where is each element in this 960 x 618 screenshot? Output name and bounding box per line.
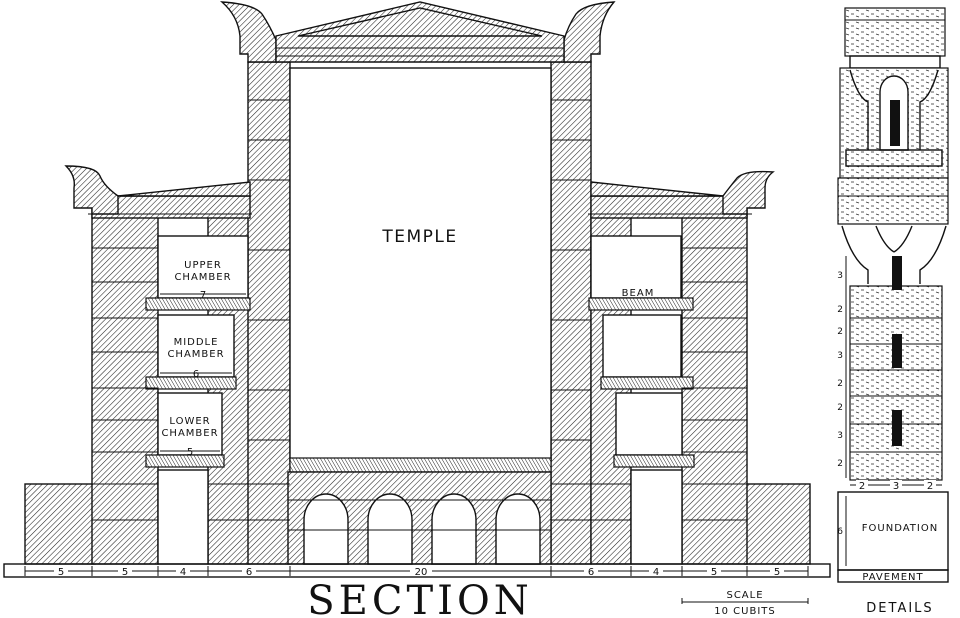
dim-7: 4 — [653, 567, 659, 578]
left-tower-cornice — [219, 1, 277, 63]
right-tower-cornice — [563, 1, 616, 63]
scale-label: SCALE — [726, 590, 763, 601]
dim-9: 5 — [774, 567, 780, 578]
upper-chamber-label-2: CHAMBER — [174, 272, 231, 283]
right-tower — [550, 61, 592, 565]
right-upper-room — [590, 235, 682, 299]
upper-beam — [145, 297, 251, 311]
left-tower — [247, 61, 291, 565]
details-group: 3 2 2 3 2 2 3 2 2 3 2 6 FOUNDATION PAVEM… — [837, 7, 949, 616]
dim-2: 5 — [122, 567, 128, 578]
beam-label: BEAM — [622, 288, 655, 299]
middle-beam — [145, 376, 237, 390]
pediment — [275, 1, 565, 63]
detail-window-1 — [892, 256, 902, 290]
upper-chamber — [157, 235, 249, 299]
detail-window-2 — [892, 334, 902, 368]
bottom-dimensions: 5 5 4 6 20 6 4 5 5 — [24, 565, 809, 578]
left-roof-slope — [117, 181, 251, 197]
svg-text:2: 2 — [837, 327, 843, 337]
right-middle-beam — [600, 376, 694, 390]
right-cornice — [722, 170, 775, 215]
ground-plinth — [3, 563, 831, 578]
middle-chamber — [157, 314, 235, 378]
dim-5: 20 — [415, 567, 428, 578]
right-middle-room — [602, 314, 682, 378]
masonry-courses — [92, 99, 747, 531]
right-upper-beam — [588, 297, 694, 311]
left-cornice — [64, 165, 119, 215]
temple-label: TEMPLE — [381, 227, 457, 247]
right-lower-beam — [613, 454, 695, 468]
temple-room — [289, 67, 552, 462]
detail-base-width-3: 2 — [927, 481, 933, 492]
detail-column-heights: 3 2 2 3 2 2 3 2 — [837, 271, 843, 469]
lower-chamber-label-2: CHAMBER — [161, 428, 218, 439]
section-title: SECTION — [307, 578, 532, 618]
middle-chamber-label-2: CHAMBER — [167, 349, 224, 360]
detail-window-3 — [892, 410, 902, 446]
right-roof-slope — [590, 181, 724, 197]
right-ground-room — [630, 469, 683, 565]
upper-width-dim: 7 — [200, 290, 206, 301]
dim-1: 5 — [58, 567, 64, 578]
upper-chamber-label-1: UPPER — [184, 260, 222, 271]
detail-upper-window — [890, 100, 900, 146]
scale-bar: SCALE 10 CUBITS — [681, 590, 809, 617]
detail-pavement — [837, 569, 949, 583]
lower-width-dim: 5 — [187, 447, 193, 458]
temple-floor-beam — [289, 457, 552, 473]
dim-3: 4 — [180, 567, 186, 578]
svg-text:2: 2 — [837, 379, 843, 389]
middle-width-dim: 6 — [193, 369, 199, 380]
svg-text:2: 2 — [837, 305, 843, 315]
dim-6: 6 — [588, 567, 594, 578]
detail-foundation-height: 6 — [837, 527, 843, 537]
arches — [303, 493, 541, 565]
detail-column-shaft — [849, 285, 943, 481]
right-outer-foundation — [744, 483, 811, 565]
lower-chamber-label-1: LOWER — [169, 416, 210, 427]
pediment-tympanum — [297, 7, 543, 37]
foundation-label: FOUNDATION — [862, 523, 938, 534]
pavement-label: PAVEMENT — [862, 572, 923, 583]
left-ground-room — [157, 469, 209, 565]
middle-chamber-label-1: MIDDLE — [174, 337, 219, 348]
detail-base-width-2: 3 — [893, 481, 899, 492]
svg-text:2: 2 — [837, 459, 843, 469]
right-lower-room — [615, 392, 683, 456]
details-title: DETAILS — [866, 601, 933, 616]
scale-units: 10 CUBITS — [714, 606, 775, 617]
section-group: TEMPLE UPPER CHAMBER MIDDLE CHAMBER LOWE… — [3, 1, 831, 618]
svg-text:3: 3 — [837, 271, 843, 281]
lower-beam — [145, 454, 225, 468]
detail-base-width-1: 2 — [859, 481, 865, 492]
detail-middle-entablature — [837, 177, 949, 225]
svg-text:2: 2 — [837, 403, 843, 413]
dim-8: 5 — [711, 567, 717, 578]
svg-text:3: 3 — [837, 431, 843, 441]
svg-text:3: 3 — [837, 351, 843, 361]
detail-top-abacus — [844, 7, 946, 57]
dim-4: 6 — [246, 567, 252, 578]
left-outer-foundation — [24, 483, 96, 565]
